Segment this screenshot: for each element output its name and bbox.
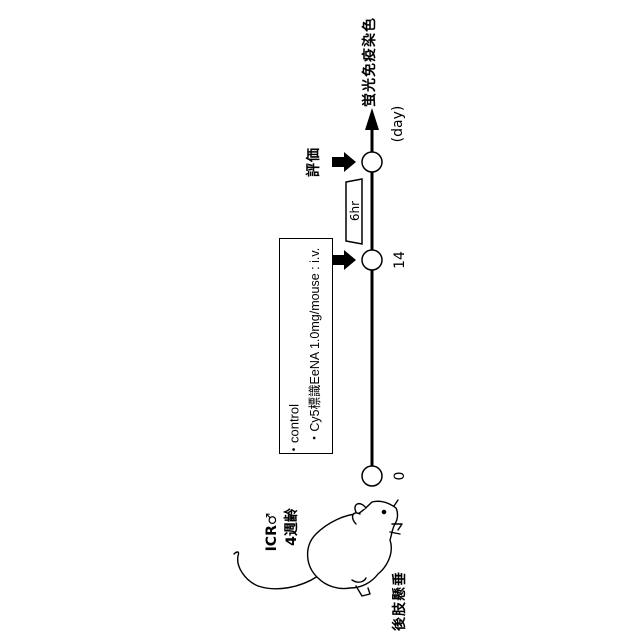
- animal-model-label: 後肢懸垂: [393, 571, 407, 631]
- evaluation-arrow-icon: [332, 152, 356, 172]
- evaluation-label: 評価: [307, 147, 321, 177]
- node-evaluation: [362, 152, 382, 172]
- unit-label: (day): [391, 106, 405, 143]
- treatment-item-cy5: ・Cy5標識EeNA 1.0mg/mouse : i.v.: [309, 248, 322, 444]
- interval-label: 6hr: [349, 201, 361, 221]
- node-day-0: [362, 466, 382, 486]
- staining-label: 蛍光免疫染色: [363, 17, 377, 107]
- animal-age-label: 4週齢: [285, 508, 299, 546]
- node-day-14: [362, 250, 382, 270]
- day-start-label: 0: [393, 472, 407, 481]
- mouse-icon: [234, 500, 402, 596]
- treatment-item-control: ・control: [288, 404, 301, 456]
- day-injection-label: 14: [393, 251, 407, 269]
- animal-strain-label: ICR♂: [265, 513, 279, 552]
- injection-arrow-icon: [332, 250, 356, 270]
- timeline-arrowhead: [365, 108, 379, 130]
